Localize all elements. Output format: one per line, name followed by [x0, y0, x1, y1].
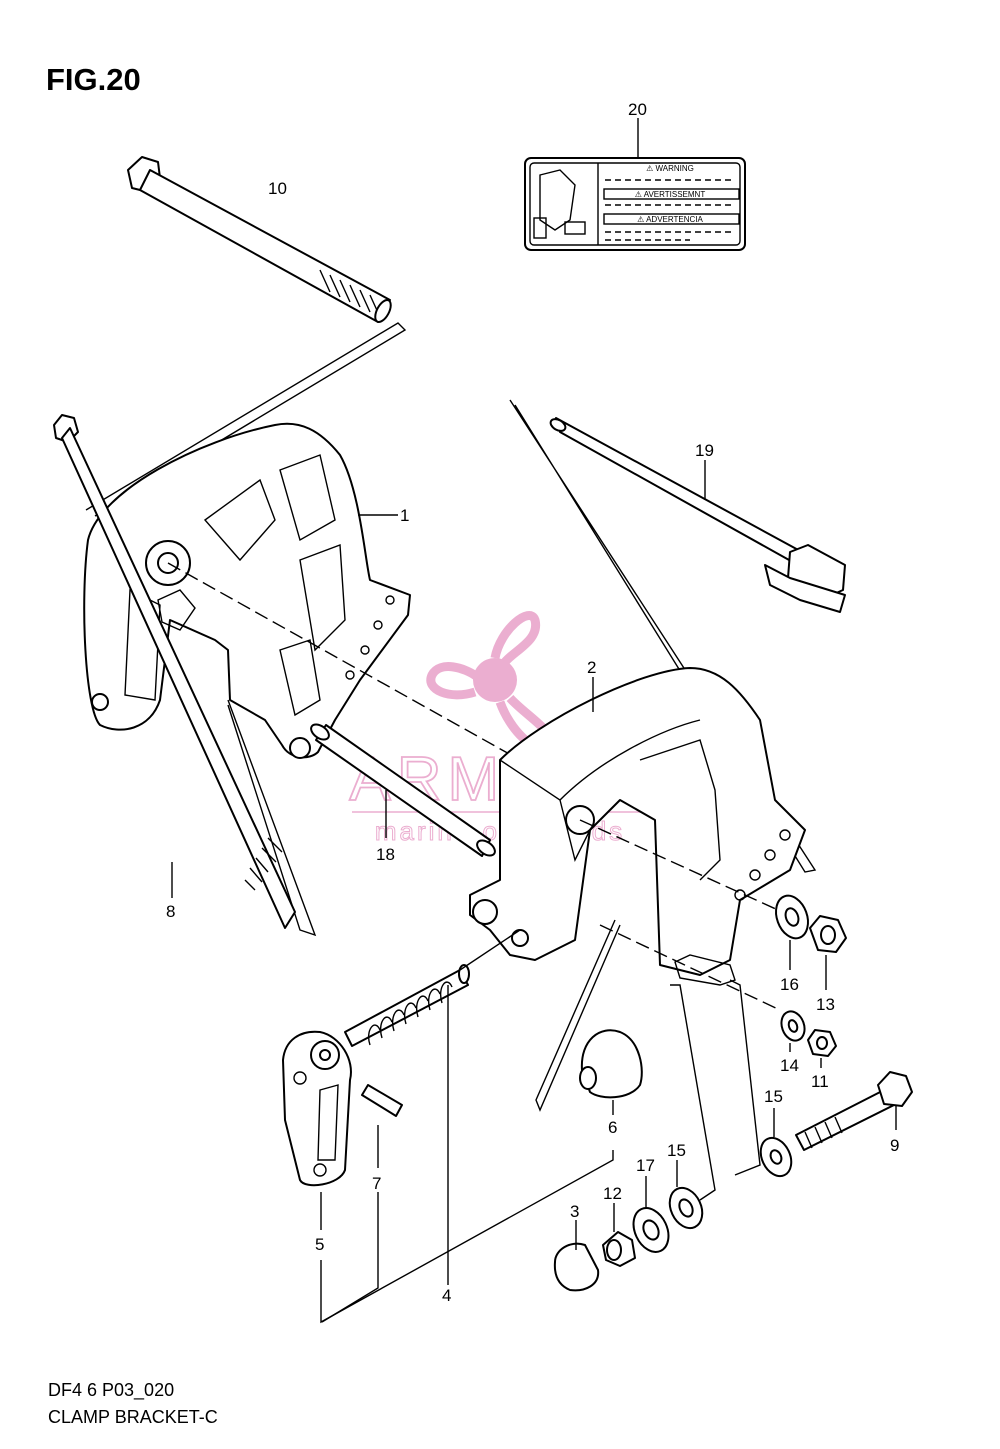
part-19-rod [549, 417, 846, 613]
part-5-lever [282, 1030, 352, 1187]
callout-2: 2 [587, 658, 596, 677]
part-8-bolt [53, 414, 296, 929]
part-6-cap [579, 1029, 643, 1099]
part-13-nut [809, 915, 847, 953]
label-warning-text: ⚠ WARNING [646, 164, 694, 173]
callout-10: 10 [268, 179, 287, 198]
callout-16: 16 [780, 975, 799, 994]
part-20-warning-label: ⚠ WARNING ⚠ AVERTISSEMNT ⚠ ADVERTENCIA [524, 157, 746, 251]
part-10-bolt [127, 156, 392, 323]
part-14-washer [780, 1010, 806, 1042]
label-avertissement-text: ⚠ AVERTISSEMNT [635, 190, 706, 199]
part-2-clamp-bracket-right [469, 667, 806, 986]
callout-14: 14 [780, 1056, 799, 1075]
callout-18: 18 [376, 845, 395, 864]
callout-5: 5 [315, 1235, 324, 1254]
callout-13: 13 [816, 995, 835, 1014]
part-7-pin [361, 1084, 403, 1117]
callout-8: 8 [166, 902, 175, 921]
assembly-name: CLAMP BRACKET-C [48, 1407, 218, 1427]
label-advertencia-text: ⚠ ADVERTENCIA [637, 215, 703, 224]
part-17-washer [632, 1207, 670, 1253]
figure-title: FIG.20 [46, 62, 141, 97]
callout-20: 20 [628, 100, 647, 119]
part-3-sleeve [553, 1242, 600, 1292]
callout-7: 7 [372, 1174, 381, 1193]
callout-15-lower: 15 [667, 1141, 686, 1160]
part-1-clamp-bracket-left [83, 422, 411, 759]
part-15-washer-upper [759, 1136, 793, 1178]
part-12-collar [602, 1231, 636, 1267]
callout-12: 12 [603, 1184, 622, 1203]
callout-3: 3 [570, 1202, 579, 1221]
callout-1: 1 [400, 506, 409, 525]
part-4-spring [344, 964, 470, 1047]
callout-9: 9 [890, 1136, 899, 1155]
callout-19: 19 [695, 441, 714, 460]
callout-6: 6 [608, 1118, 617, 1137]
part-15-washer-lower [668, 1186, 704, 1230]
callout-17: 17 [636, 1156, 655, 1175]
part-16-washer [775, 894, 809, 940]
part-9-bolt [795, 1071, 913, 1151]
callout-4: 4 [442, 1286, 451, 1305]
callout-11: 11 [811, 1072, 829, 1091]
drawing-code: DF4 6 P03_020 [48, 1380, 175, 1400]
callout-15-upper: 15 [764, 1087, 783, 1106]
propeller-logo-icon [426, 611, 555, 752]
part-18-pin [310, 723, 496, 857]
part-11-nut [807, 1029, 837, 1057]
